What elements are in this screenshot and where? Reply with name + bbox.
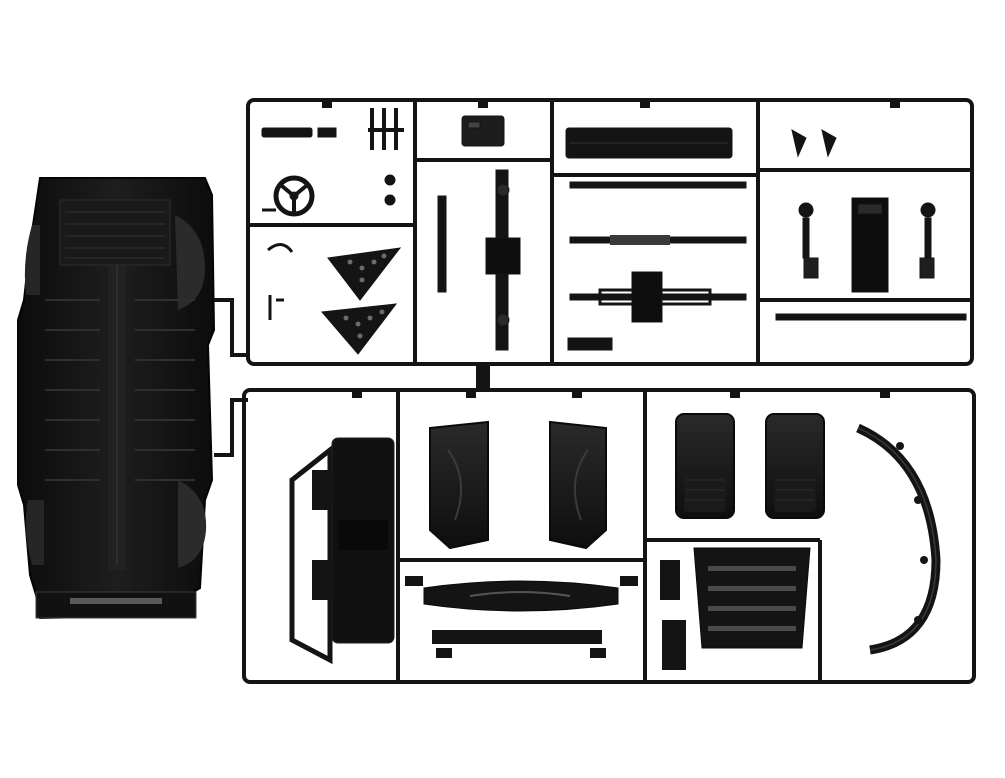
- grille-part: [660, 547, 811, 670]
- sprue-connector: [214, 298, 248, 457]
- upper-sprue-frame: [246, 98, 974, 366]
- curved-trim-part: [856, 423, 941, 655]
- chassis-floor-pan: [17, 177, 216, 620]
- bumper-part: [405, 576, 638, 612]
- suspension-arm-parts: [321, 247, 402, 355]
- door-panel-right: [549, 420, 607, 550]
- lower-sprue-frame: [242, 388, 976, 684]
- steering-wheel-part: [273, 175, 315, 217]
- lower-sprue-parts: [289, 413, 941, 670]
- door-panel-left: [429, 420, 489, 550]
- dashboard-part: [289, 437, 395, 665]
- upper-sprue-parts: [261, 108, 967, 355]
- seat-right: [765, 413, 825, 519]
- seat-left: [675, 413, 735, 519]
- sprue-gates: [322, 98, 900, 398]
